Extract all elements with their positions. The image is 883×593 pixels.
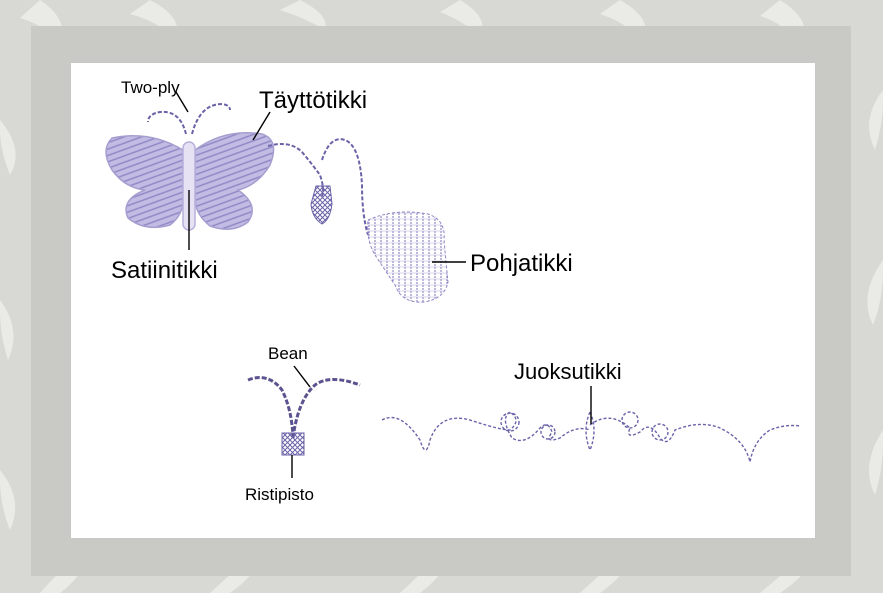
butterfly-antenna-right	[192, 104, 230, 134]
label-running-stitch: Juoksutikki	[514, 359, 622, 384]
leader-bean	[294, 366, 310, 387]
label-two-ply: Two-ply	[121, 78, 180, 97]
label-bean: Bean	[268, 344, 308, 363]
bean-stitch-branch	[248, 378, 360, 438]
running-stitch-loop	[652, 424, 668, 440]
cross-stitch-block	[282, 433, 304, 455]
running-stitch-loop	[622, 412, 638, 428]
label-cross-stitch: Ristipisto	[245, 485, 314, 504]
bean-drop-small	[311, 186, 332, 224]
label-underlay-stitch: Pohjatikki	[470, 250, 573, 277]
butterfly-antenna-left	[148, 112, 186, 134]
underlay-stitch-shape	[368, 212, 448, 302]
running-stitch-loop	[541, 425, 555, 439]
label-fill-stitch: Täyttötikki	[259, 87, 367, 114]
butterfly-embroidery	[106, 104, 274, 230]
butterfly-wing-right	[195, 133, 274, 229]
butterfly-wing-left	[106, 136, 183, 228]
label-satin-stitch: Satiinitikki	[111, 257, 218, 284]
